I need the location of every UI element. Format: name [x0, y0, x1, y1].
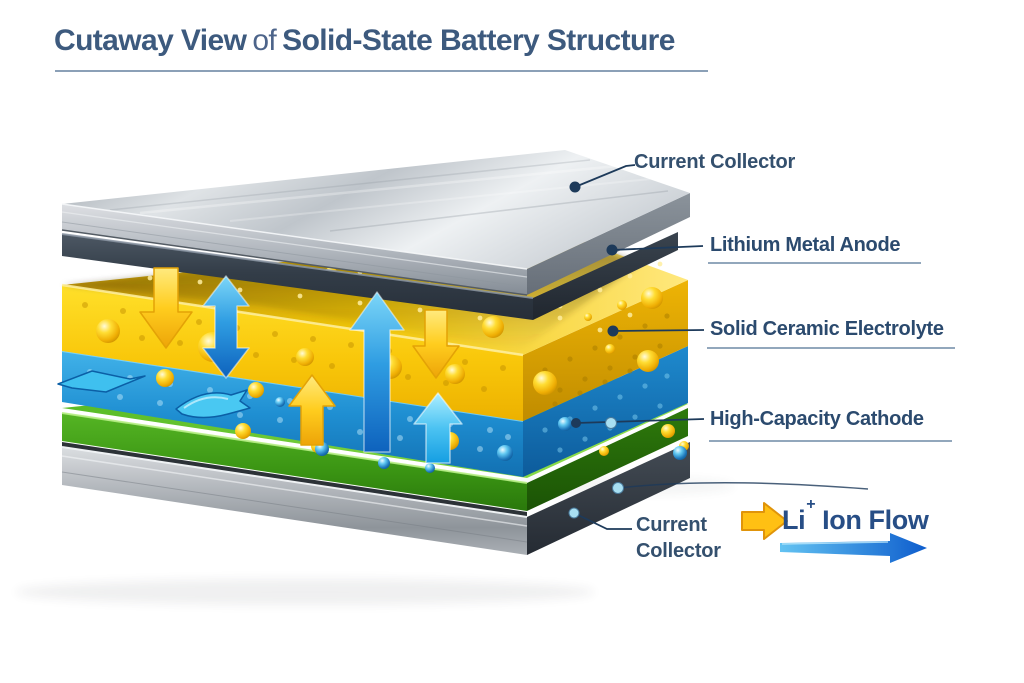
- top-current-collector-layer: [61, 150, 690, 296]
- label-underline-cathode: [709, 440, 952, 442]
- title-underline: [55, 70, 708, 72]
- title-emphasis-2: Solid-State Battery Structure: [282, 24, 675, 57]
- leader-dot-cyan: [605, 417, 617, 429]
- legend-element: Li: [782, 505, 806, 535]
- leader-dot-cyan: [612, 482, 624, 494]
- leader-cathode: [571, 417, 705, 429]
- leader-dot-cyan: [568, 507, 580, 519]
- leader-dot: [607, 325, 619, 337]
- label-lithium-metal-anode: Lithium Metal Anode: [710, 234, 901, 256]
- leader-current-collector-top: [569, 164, 636, 193]
- leader-dot: [569, 181, 581, 193]
- cathode-layer: [57, 346, 688, 477]
- callout-leaders: [568, 164, 869, 530]
- leader-dot: [606, 244, 618, 256]
- ion-swoosh-arrows: [57, 370, 251, 419]
- label-underline-electrolyte: [707, 347, 955, 349]
- legend-li-ion-flow: Li+ Ion Flow: [782, 496, 929, 536]
- legend-arrows: [741, 502, 927, 563]
- yellow-arrow-icon: [741, 502, 788, 540]
- blue-arrow-icon: [780, 533, 927, 563]
- lithium-anode-layer: [61, 232, 678, 320]
- leader-current-collector-bottom: [568, 481, 869, 530]
- legend-charge: +: [806, 496, 816, 513]
- leader-electrolyte: [607, 325, 705, 337]
- li-ion-up-arrow-tall: [349, 291, 405, 453]
- leader-dot: [571, 418, 581, 428]
- label-current-collector-top: Current Collector: [634, 151, 796, 173]
- li-ion-up-arrow-cyan: [413, 392, 463, 464]
- legend-label: Ion Flow: [822, 505, 929, 535]
- label-current-collector-bottom-line2: Collector: [636, 540, 721, 562]
- label-current-collector-bottom: Current Collector: [636, 512, 721, 564]
- title-emphasis-1: Cutaway View: [54, 24, 247, 57]
- title-connector: of: [252, 24, 277, 57]
- label-current-collector-bottom-line1: Current: [636, 514, 707, 536]
- li-ion-up-arrow-yellow: [288, 374, 336, 446]
- leader-lithium-anode: [606, 244, 704, 256]
- li-ion-down-arrow: [139, 267, 193, 349]
- label-underline-anode: [708, 262, 921, 264]
- ion-flow-arrows: [139, 267, 463, 464]
- label-solid-ceramic-electrolyte: Solid Ceramic Electrolyte: [710, 318, 944, 340]
- bottom-current-collector-layer: [61, 442, 690, 555]
- label-high-capacity-cathode: High-Capacity Cathode: [710, 408, 924, 430]
- li-ion-down-arrow-2: [412, 309, 460, 379]
- li-ion-double-arrow: [202, 275, 250, 379]
